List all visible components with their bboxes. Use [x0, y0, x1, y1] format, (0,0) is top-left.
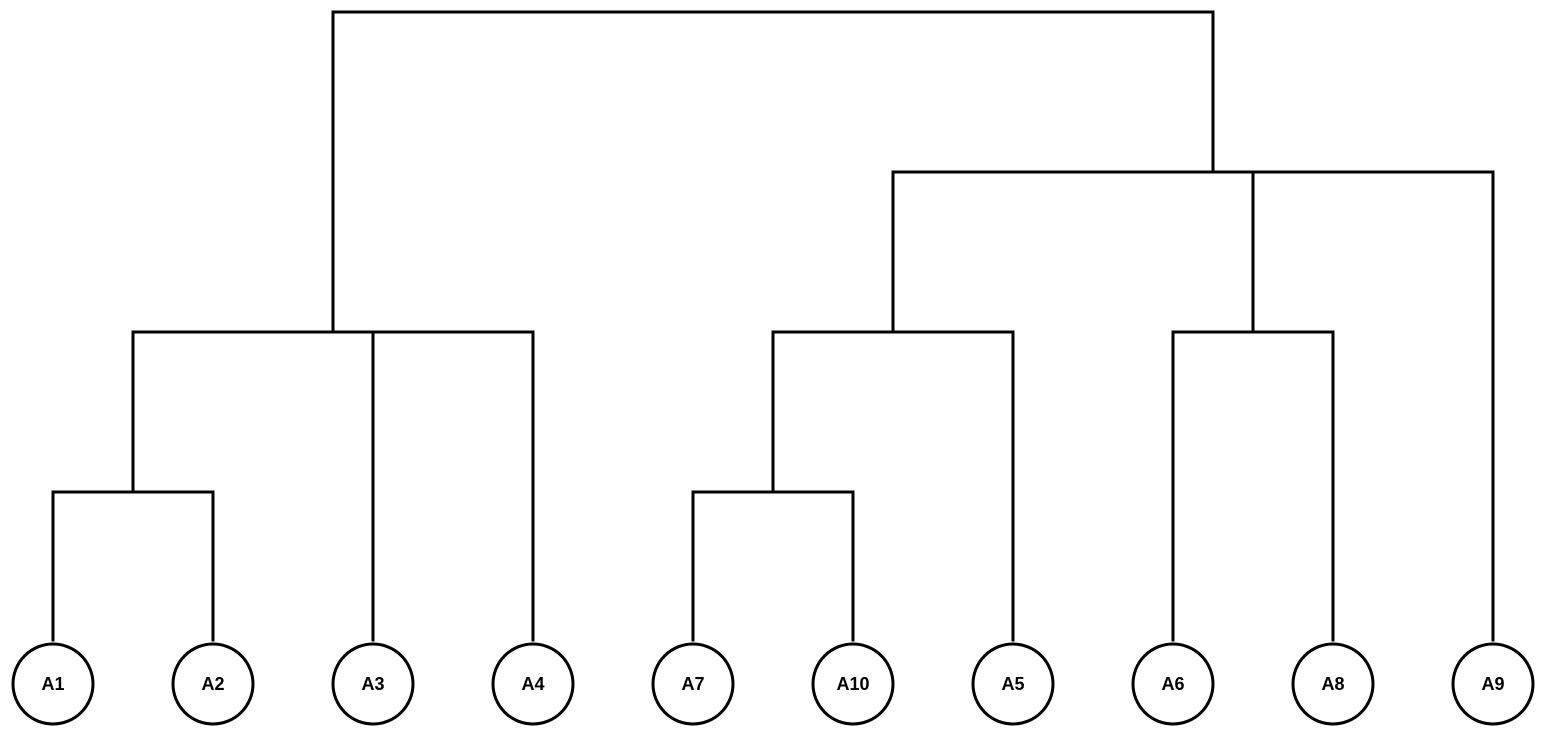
leaf-circle	[1451, 642, 1535, 726]
dendrogram-leaves: A1 A2 A3 A4 A7 A10 A5 A6 A8 A9	[11, 642, 1535, 726]
leaf-circle	[491, 642, 575, 726]
leaf-node: A1	[11, 642, 95, 726]
leaf-label: A6	[1161, 674, 1184, 694]
leaf-node: A7	[651, 642, 735, 726]
leaf-label: A4	[521, 674, 544, 694]
dendrogram-edges	[51, 10, 1495, 642]
leaf-label: A7	[681, 674, 704, 694]
leaf-node: A6	[1131, 642, 1215, 726]
leaf-node: A8	[1291, 642, 1375, 726]
leaf-circle	[171, 642, 255, 726]
leaf-node: A2	[171, 642, 255, 726]
leaf-node: A5	[971, 642, 1055, 726]
leaf-circle	[331, 642, 415, 726]
leaf-circle	[11, 642, 95, 726]
leaf-label: A1	[41, 674, 64, 694]
leaf-label: A10	[836, 674, 869, 694]
leaf-label: A2	[201, 674, 224, 694]
leaf-circle	[1291, 642, 1375, 726]
leaf-circle	[1131, 642, 1215, 726]
leaf-label: A9	[1481, 674, 1504, 694]
leaf-node: A3	[331, 642, 415, 726]
leaf-node: A9	[1451, 642, 1535, 726]
leaf-circle	[971, 642, 1055, 726]
leaf-circle	[811, 642, 895, 726]
leaf-label: A3	[361, 674, 384, 694]
leaf-node: A4	[491, 642, 575, 726]
leaf-label: A8	[1321, 674, 1344, 694]
leaf-circle	[651, 642, 735, 726]
leaf-label: A5	[1001, 674, 1024, 694]
leaf-node: A10	[811, 642, 895, 726]
